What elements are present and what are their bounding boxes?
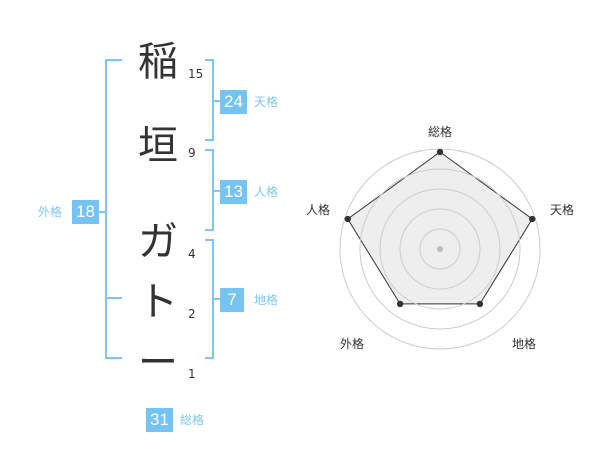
radar-grid-ring (399, 208, 481, 290)
radar-label-chikaku: 地格 (511, 337, 536, 351)
name-char-3: ガ (138, 219, 178, 265)
jinkaku-badge: 13 (220, 180, 247, 204)
name-char-2: 垣 (138, 123, 178, 169)
name-char-1: 稲 (138, 39, 178, 85)
radar-data-polygon (347, 151, 533, 305)
tenkaku-badge: 24 (220, 90, 247, 114)
name-char-4: ト (138, 279, 178, 325)
gaikaku-label: 外格 (38, 205, 63, 219)
radar-grid-ring (379, 188, 501, 310)
radar-point-4 (396, 300, 404, 308)
stroke-count-2: 9 (188, 146, 196, 160)
radar-label-tenkaku: 天格 (549, 203, 574, 217)
radar-grid-ring (419, 228, 461, 270)
soukaku-label: 総格 (180, 413, 205, 427)
radar-point-5 (344, 215, 351, 223)
radar-grid-ring (359, 168, 521, 330)
stroke-count-4: 2 (188, 307, 196, 321)
radar-label-gaikaku: 外格 (339, 337, 364, 351)
tenkaku-label: 天格 (254, 95, 279, 109)
radar-point-2 (529, 215, 536, 223)
radar-center-dot (437, 246, 443, 252)
radar-label-soukaku: 総格 (427, 125, 452, 139)
stroke-count-1: 15 (188, 67, 204, 81)
chikaku-badge: 7 (220, 288, 244, 312)
radar-point-1 (436, 148, 444, 156)
soukaku-badge: 31 (146, 408, 173, 432)
jinkaku-label: 人格 (254, 185, 279, 199)
name-char-5: ー (138, 340, 178, 386)
stroke-count-5: 1 (188, 367, 196, 381)
stroke-count-3: 4 (188, 247, 196, 261)
radar-label-jinkaku: 人格 (305, 203, 330, 217)
chikaku-label: 地格 (254, 293, 279, 307)
radar-point-3 (476, 300, 484, 308)
gaikaku-badge: 18 (72, 200, 99, 224)
